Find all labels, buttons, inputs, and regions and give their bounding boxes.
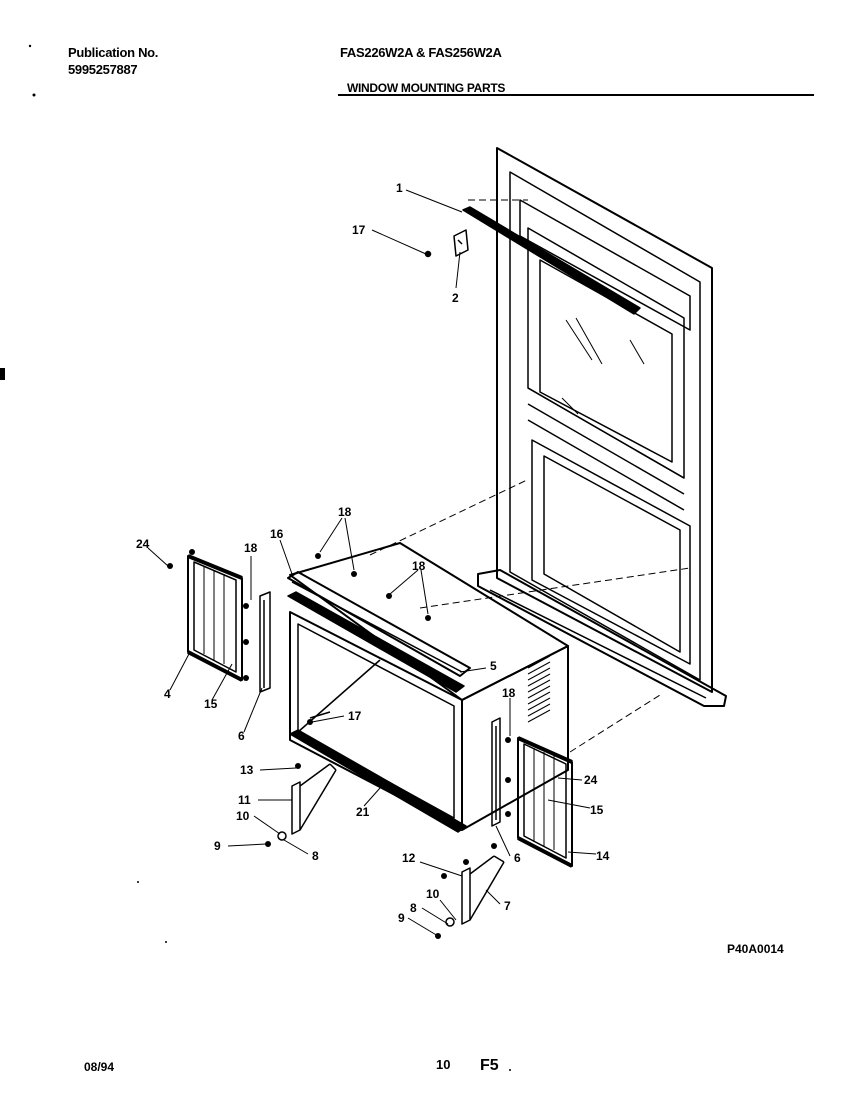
- scan-specks: [0, 44, 511, 1071]
- callout-24: 24: [136, 537, 150, 551]
- callout-16: 16: [270, 527, 284, 541]
- alignment-lines: [369, 199, 691, 753]
- callout-18: 18: [244, 541, 258, 555]
- callout-5: 5: [490, 659, 497, 673]
- callout-18: 18: [502, 686, 516, 700]
- bottom-gasket: [289, 729, 467, 833]
- top-bracket: [453, 229, 469, 257]
- window-sill: [477, 569, 727, 707]
- callout-18: 18: [412, 559, 426, 573]
- callout-11: 11: [238, 793, 251, 807]
- right-channel: [491, 717, 501, 827]
- publication-label: Publication No.: [68, 45, 159, 60]
- figure-code: P40A0014: [727, 942, 784, 956]
- section-title: WINDOW MOUNTING PARTS: [347, 81, 506, 95]
- callout-15: 15: [204, 697, 218, 711]
- left-side-panel: [187, 554, 243, 682]
- callout-8: 8: [410, 901, 417, 915]
- callout-17: 17: [348, 709, 362, 723]
- leader-lines: [147, 189, 597, 937]
- callout-12: 12: [402, 851, 416, 865]
- callout-17: 17: [352, 223, 366, 237]
- footer-date: 08/94: [84, 1060, 115, 1074]
- callout-10: 10: [426, 887, 440, 901]
- callout-14: 14: [596, 849, 610, 863]
- callout-6: 6: [514, 851, 521, 865]
- top-gasket: [287, 591, 465, 693]
- callout-9: 9: [214, 839, 221, 853]
- cabinet: [289, 542, 569, 831]
- callout-2: 2: [452, 291, 459, 305]
- left-support-bracket: [277, 763, 337, 841]
- callout-24: 24: [584, 773, 598, 787]
- callout-1: 1: [396, 181, 403, 195]
- sheet-code: F5: [480, 1057, 499, 1074]
- right-side-panel: [517, 736, 573, 868]
- top-rail: [287, 571, 471, 677]
- right-support-bracket: [445, 855, 505, 927]
- page-number: 10: [436, 1057, 451, 1072]
- callout-13: 13: [240, 763, 254, 777]
- callout-4: 4: [164, 687, 171, 701]
- model-numbers: FAS226W2A & FAS256W2A: [340, 45, 502, 60]
- header-rule: [338, 94, 814, 96]
- callout-10: 10: [236, 809, 250, 823]
- left-channel: [259, 591, 271, 693]
- publication-number: 5995257887: [68, 62, 138, 77]
- part-callouts: 1 2 17 18 16 24 18 18 5 4 15 6 17 13 11 …: [136, 181, 610, 925]
- callout-18: 18: [338, 505, 352, 519]
- top-foam-strip: [462, 206, 641, 315]
- callout-7: 7: [504, 899, 511, 913]
- callout-21: 21: [356, 805, 370, 819]
- screw: [424, 250, 432, 258]
- callout-15: 15: [590, 803, 604, 817]
- callout-9: 9: [398, 911, 405, 925]
- callout-6: 6: [238, 729, 245, 743]
- callout-8: 8: [312, 849, 319, 863]
